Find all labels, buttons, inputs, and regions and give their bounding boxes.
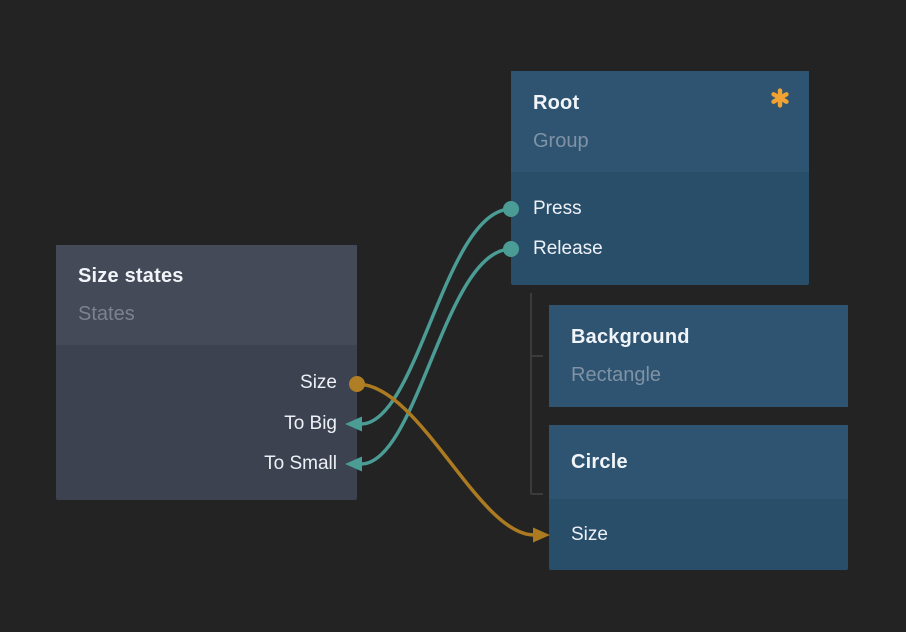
node-circle[interactable]: Circle Size (549, 425, 848, 570)
port-label: To Small (264, 453, 337, 474)
arrowhead-icon (533, 527, 550, 543)
connection-curve[interactable] (360, 207, 512, 426)
node-title: Root (533, 91, 580, 114)
node-root[interactable]: Root Group Press Release (511, 71, 809, 285)
connection-curve[interactable] (360, 247, 512, 466)
node-subtitle: Group (533, 129, 589, 152)
node-title: Circle (571, 451, 628, 473)
port-label: To Big (284, 413, 337, 434)
node-subtitle: Rectangle (571, 364, 662, 386)
node-subtitle: States (78, 303, 135, 325)
port-label: Size (300, 372, 337, 393)
connection-size-to-circle-size[interactable] (356, 382, 550, 543)
node-header[interactable]: Background Rectangle (549, 305, 848, 407)
node-size-states[interactable]: Size states States Size To Big To Small (56, 245, 357, 500)
port-size-input[interactable]: Size (571, 515, 608, 555)
port-size-output[interactable]: Size (300, 363, 337, 403)
node-background[interactable]: Background Rectangle (549, 305, 848, 407)
port-label: Size (571, 524, 608, 545)
node-title: Size states (78, 265, 184, 287)
asterisk-icon (771, 88, 789, 108)
port-label: Release (533, 238, 603, 259)
node-header[interactable]: Size states States (56, 245, 357, 345)
port-release-output[interactable]: Release (533, 229, 603, 269)
connection-press-to-big[interactable] (345, 207, 512, 432)
hierarchy-connector (530, 293, 543, 495)
port-press-output[interactable]: Press (533, 189, 582, 229)
connection-release-to-small[interactable] (345, 247, 512, 472)
node-title: Background (571, 326, 690, 348)
connection-curve[interactable] (356, 382, 535, 537)
node-header[interactable]: Root Group (511, 71, 809, 172)
node-header[interactable]: Circle (549, 425, 848, 499)
port-label: Press (533, 198, 582, 219)
port-to-small-input[interactable]: To Small (264, 444, 337, 484)
port-to-big-input[interactable]: To Big (284, 404, 337, 444)
